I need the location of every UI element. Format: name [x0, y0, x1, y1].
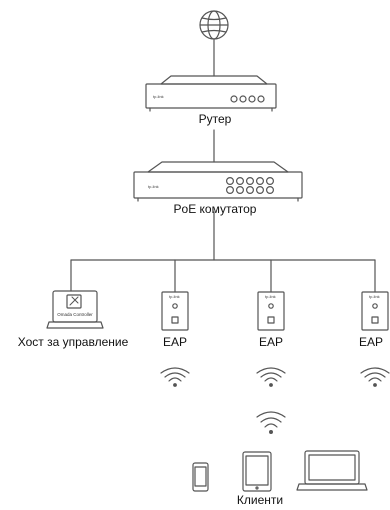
phone-icon	[192, 462, 209, 492]
switch-brand-logo: tp-link	[148, 184, 159, 189]
eap-icon-1	[161, 291, 189, 331]
wifi-signal-icon-clients	[256, 411, 286, 435]
eap3-label: EAP	[358, 335, 383, 349]
eap1-brand-logo: tp-link	[169, 294, 180, 299]
eap2-brand-logo: tp-link	[265, 294, 276, 299]
clients-label: Клиенти	[236, 493, 284, 507]
eap1-label: EAP	[162, 335, 187, 349]
switch-label: PoE комутатор	[173, 202, 257, 216]
router-label: Рутер	[198, 112, 232, 126]
wifi-signal-icon-eap2	[256, 367, 286, 387]
laptop-screen-text: Omada Controller	[57, 312, 93, 317]
poe-switch-icon	[133, 161, 303, 202]
router-brand-logo: tp-link	[153, 94, 164, 99]
wifi-signal-icon-eap1	[160, 367, 190, 387]
eap2-label: EAP	[258, 335, 283, 349]
internet-globe-icon	[199, 10, 229, 40]
eap-icon-2	[257, 291, 285, 331]
laptop-host-icon	[46, 290, 104, 329]
eap3-brand-logo: tp-link	[369, 294, 380, 299]
eap-icon-3	[361, 291, 389, 331]
router-icon	[145, 75, 277, 112]
laptop-icon	[296, 450, 368, 491]
host-label: Хост за управление	[17, 335, 129, 349]
tablet-icon	[242, 451, 272, 492]
wifi-signal-icon-eap3	[360, 367, 390, 387]
